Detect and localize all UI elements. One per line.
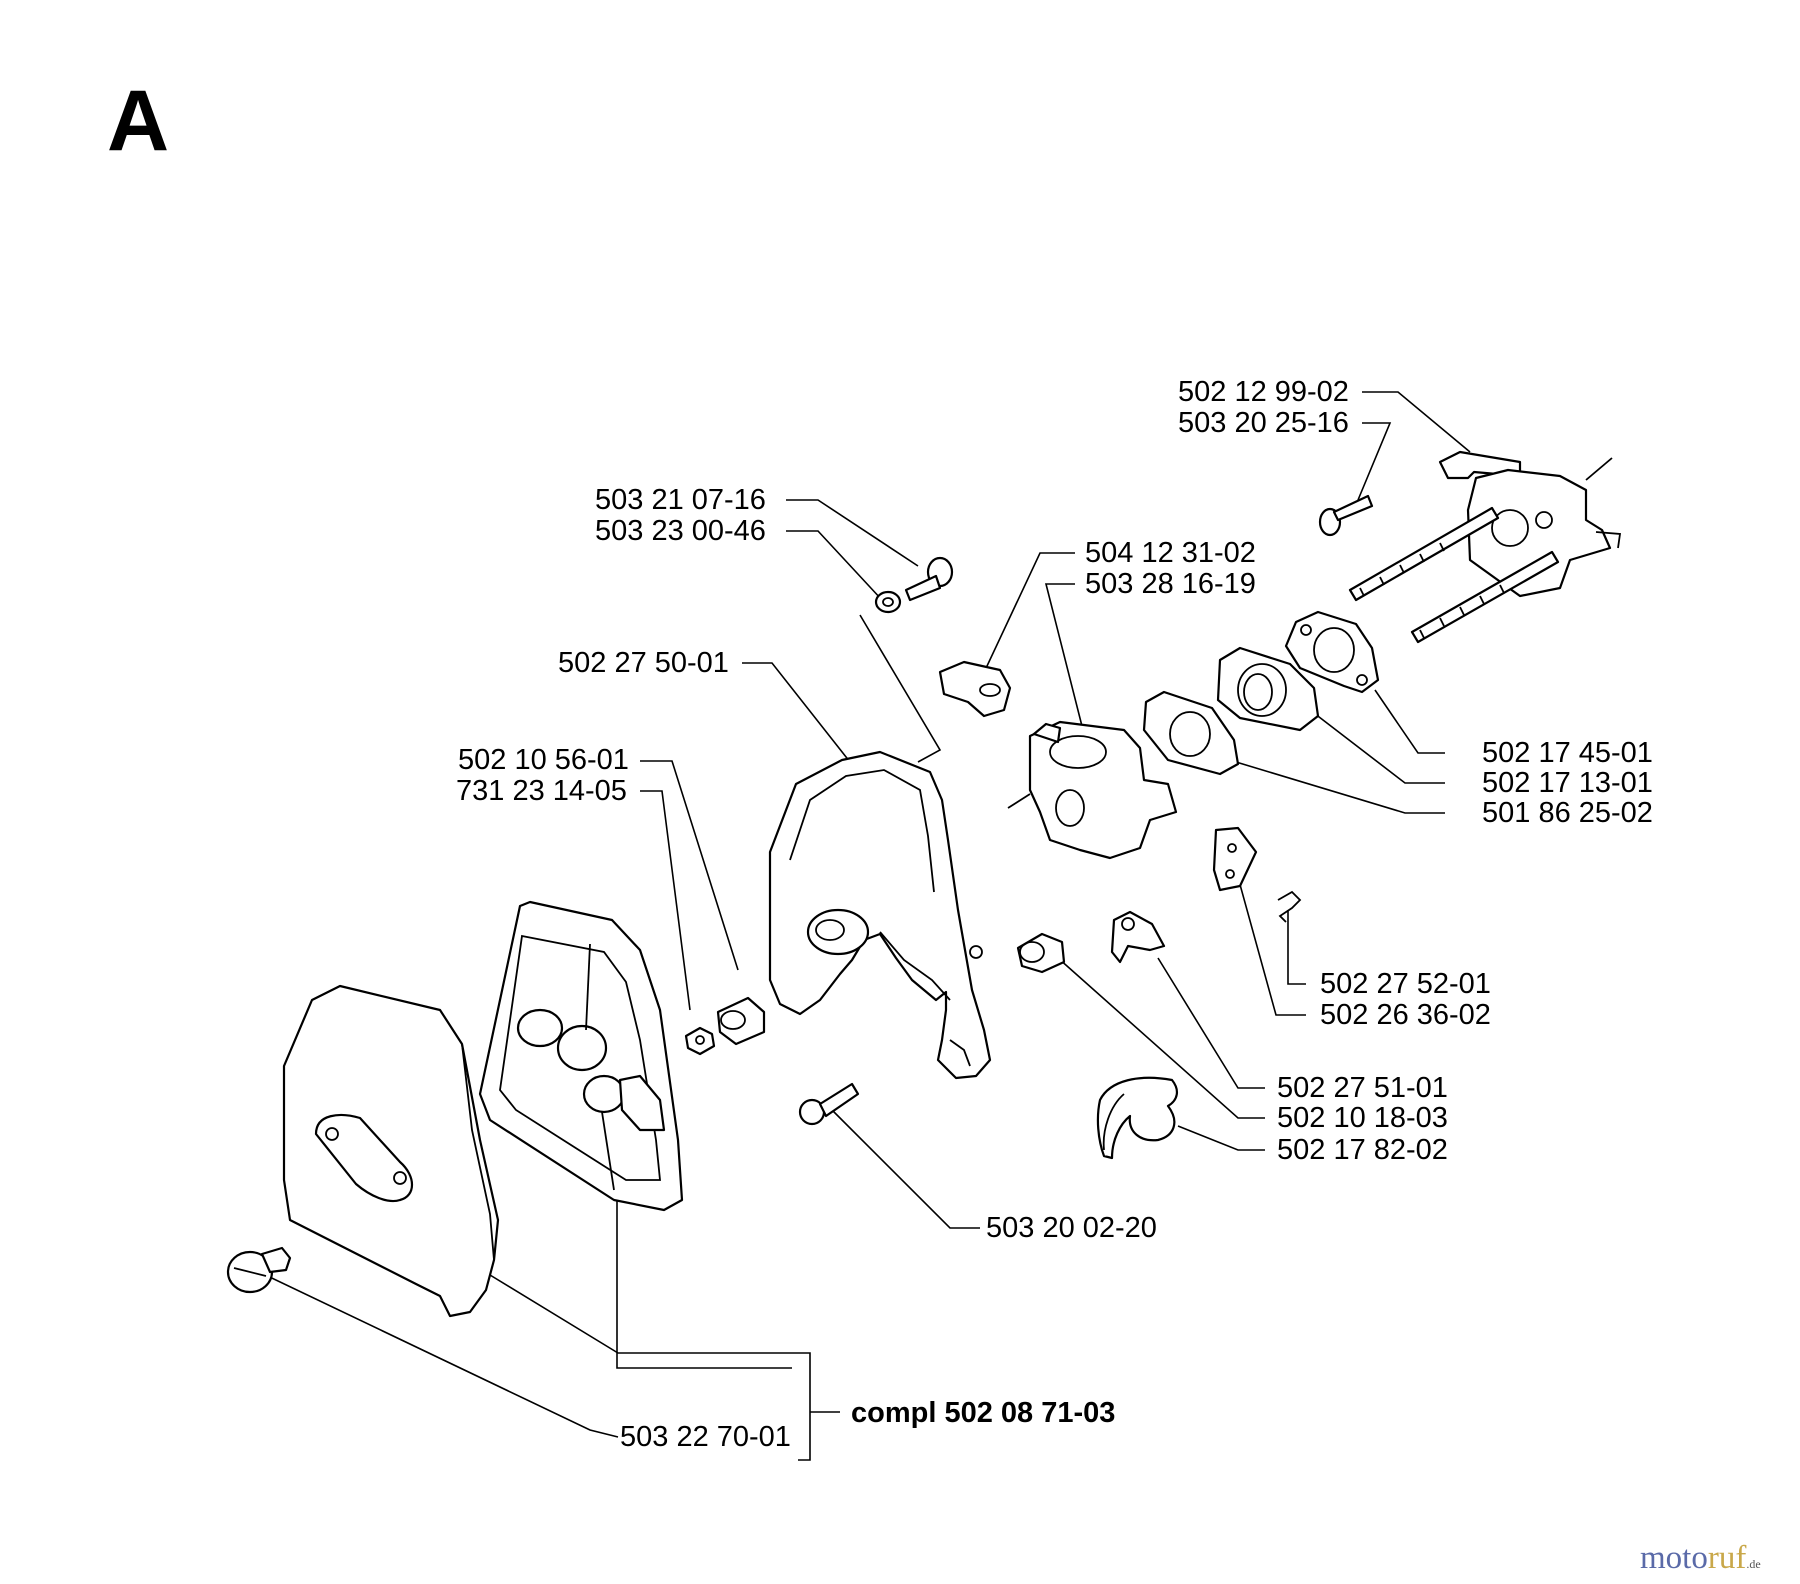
carb-gasket-part [1142, 690, 1240, 776]
part-label: 502 27 51-01 [1277, 1072, 1448, 1104]
intake-bracket-part [1438, 450, 1622, 598]
choke-lever-part [1110, 910, 1166, 964]
part-label: 503 28 16-19 [1085, 568, 1256, 600]
spacer-part [716, 996, 766, 1046]
part-label: 502 10 18-03 [1277, 1102, 1448, 1134]
page-section-letter: A [107, 73, 170, 169]
part-label: 503 21 07-16 [595, 484, 766, 516]
throttle-lever-part [1212, 826, 1258, 892]
carb-housing-part [768, 750, 992, 1080]
part-label: 503 20 02-20 [986, 1212, 1157, 1244]
part-label: 503 23 00-46 [595, 515, 766, 547]
nut-part [684, 1026, 716, 1056]
gasket-part [1284, 610, 1380, 694]
cover-knob-part [226, 1246, 292, 1294]
assembly-label: compl 502 08 71-03 [851, 1397, 1116, 1429]
air-filter-part [478, 900, 684, 1212]
part-label: 501 86 25-02 [1482, 797, 1653, 829]
part-label: 502 27 52-01 [1320, 968, 1491, 1000]
part-label: 502 17 82-02 [1277, 1134, 1448, 1166]
part-label: 731 23 14-05 [456, 775, 627, 807]
part-label: 502 26 36-02 [1320, 999, 1491, 1031]
part-label: 502 27 50-01 [558, 647, 729, 679]
filter-cover-part [282, 984, 500, 1318]
watermark-suffix: .de [1746, 1557, 1761, 1571]
sector-gear-part [1096, 1076, 1178, 1160]
part-label: 502 17 45-01 [1482, 737, 1653, 769]
cover-screw-part [874, 556, 954, 614]
stud-bolts [1348, 506, 1560, 644]
watermark-part1: moto [1640, 1540, 1708, 1576]
watermark-part2: ruf [1707, 1540, 1747, 1576]
fuel-clip-part [938, 660, 1012, 718]
carburetor-part [1007, 720, 1178, 860]
screw-part [1318, 494, 1374, 537]
housing-screw-part [798, 1082, 860, 1126]
part-label: 502 10 56-01 [458, 744, 629, 776]
part-label: 503 20 25-16 [1178, 407, 1349, 439]
sleeve-part [1016, 932, 1066, 974]
part-label: 503 22 70-01 [620, 1421, 791, 1453]
part-label: 502 17 13-01 [1482, 767, 1653, 799]
leader-lines [254, 391, 1471, 1461]
spring-clip-part [1277, 890, 1302, 923]
watermark-logo: motoruf.de [1640, 1542, 1761, 1575]
intake-flange-part [1216, 646, 1320, 732]
part-label: 502 12 99-02 [1178, 376, 1349, 408]
part-label: 504 12 31-02 [1085, 537, 1256, 569]
